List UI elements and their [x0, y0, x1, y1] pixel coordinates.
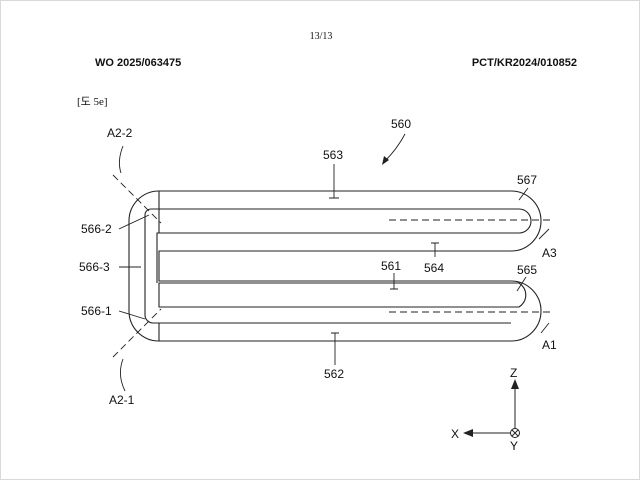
label-a1: A1: [542, 338, 557, 352]
axis-a2-1: [112, 308, 162, 358]
label-567: 567: [517, 173, 537, 187]
label-562: 562: [324, 367, 344, 381]
label-a2-2: A2-2: [107, 126, 133, 140]
leader-561: [390, 273, 398, 290]
arrow-560: [382, 156, 389, 165]
leader-a2-2: [118, 145, 124, 174]
leader-566-1: [118, 310, 146, 320]
leader-563: [329, 164, 339, 199]
leader-a1: [540, 322, 550, 334]
figure-label: [도 5e]: [77, 96, 108, 108]
application-number: PCT/KR2024/010852: [471, 57, 577, 69]
outer-boundary: [128, 190, 542, 342]
leader-a3: [538, 228, 550, 240]
label-a2-1: A2-1: [109, 393, 135, 407]
left-connector: [144, 208, 159, 324]
axis-a2-2: [112, 174, 162, 224]
leader-564: [431, 242, 439, 257]
label-561: 561: [381, 259, 401, 273]
label-563: 563: [323, 148, 343, 162]
label-560: 560: [391, 117, 411, 131]
leader-a2-1: [120, 358, 126, 392]
left-connector-inner: [156, 232, 159, 283]
axis-label-x: X: [451, 427, 459, 441]
leader-562: [331, 332, 339, 365]
label-564: 564: [424, 261, 444, 275]
label-566-3: 566-3: [79, 260, 110, 274]
inner-boundary: [158, 208, 532, 308]
label-a3: A3: [542, 246, 557, 260]
leader-567: [518, 187, 529, 201]
publication-number: WO 2025/063475: [95, 57, 182, 69]
leader-566-2: [118, 214, 150, 230]
label-565: 565: [517, 263, 537, 277]
label-566-2: 566-2: [81, 222, 112, 236]
x-axis-arrow-icon: [463, 429, 473, 437]
y-axis-cross-icon: [511, 429, 519, 437]
page-number: 13/13: [309, 31, 333, 42]
leader-560: [384, 133, 406, 162]
z-axis-arrow-icon: [511, 379, 519, 389]
leader-565: [516, 276, 527, 292]
axis-label-z: Z: [510, 366, 517, 380]
axis-label-y: Y: [510, 439, 518, 453]
label-566-1: 566-1: [81, 304, 112, 318]
